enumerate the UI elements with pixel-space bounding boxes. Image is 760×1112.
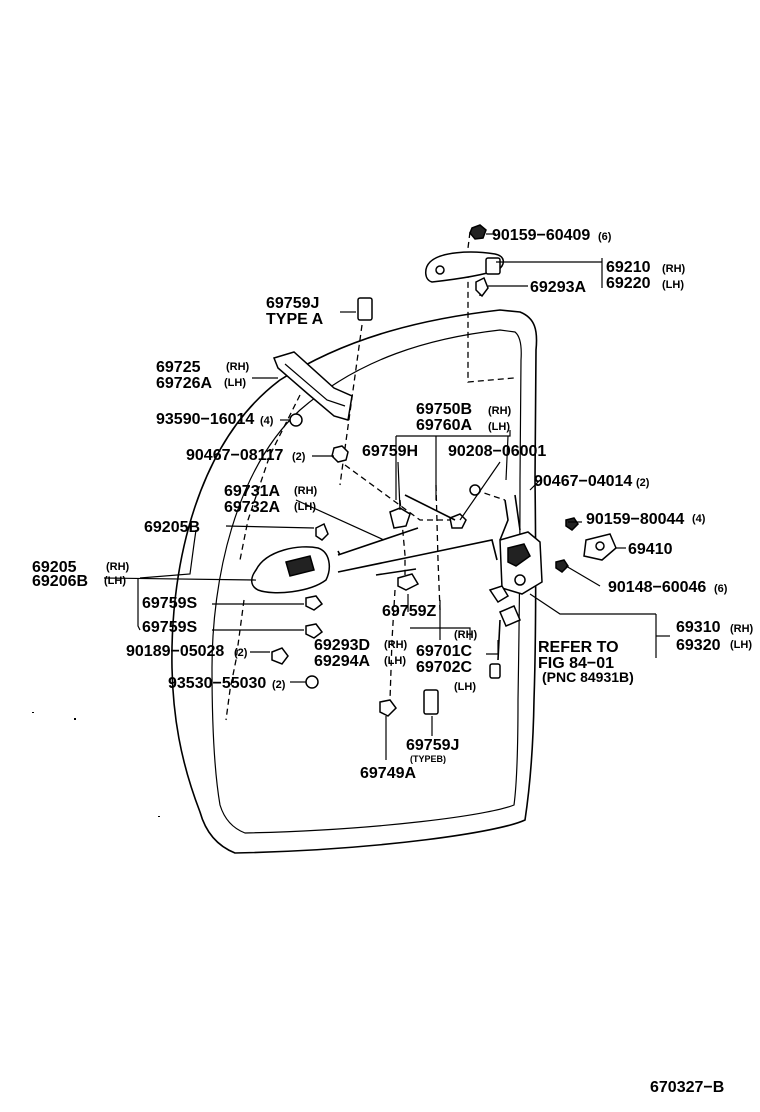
label-69310-rh: (RH): [730, 623, 754, 635]
label-90208-06001: 90208−06001: [448, 443, 546, 460]
screw-icon: [555, 559, 569, 573]
label-69210: 69210: [606, 259, 651, 276]
label-69759S-1: 69759S: [142, 595, 197, 612]
label-69725-rh: (RH): [226, 361, 250, 373]
label-69220-lh: (LH): [662, 279, 684, 291]
label-69205-rh: (RH): [106, 561, 130, 573]
label-69701C-rh: (RH): [454, 629, 478, 641]
parts: [251, 224, 617, 717]
label-90159-80044-qty: (4): [692, 513, 706, 525]
label-69294A-lh: (LH): [384, 655, 406, 667]
label-69760A: 69760A: [416, 417, 472, 434]
scan-marks: [32, 712, 160, 817]
label-69725: 69725: [156, 359, 201, 376]
label-90148-60046: 90148−60046: [608, 579, 706, 596]
label-69732A: 69732A: [224, 499, 280, 516]
label-90159-80044: 90159−80044: [586, 511, 684, 528]
s-clip-icon: [289, 413, 303, 427]
label-69731A-rh: (RH): [294, 485, 318, 497]
label-69320-lh: (LH): [730, 639, 752, 651]
label-69732A-lh: (LH): [294, 501, 316, 513]
screw-icon: [565, 517, 579, 531]
label-69410: 69410: [628, 541, 673, 558]
clip-69759S-2-part: [305, 623, 324, 639]
label-90159-60409: 90159−60409: [492, 227, 590, 244]
label-69701C: 69701C: [416, 643, 472, 660]
clip-69759J-top-part: [357, 297, 373, 321]
label-69205: 69205: [32, 559, 77, 576]
label-69206B-lh: (LH): [104, 575, 126, 587]
label-69206B: 69206B: [32, 573, 88, 590]
part-labels: 90159−60409 (6) 69210 (RH) 69220 (LH) 69…: [32, 227, 754, 1096]
label-refer-line3: (PNC 84931B): [542, 669, 634, 685]
label-69294A: 69294A: [314, 653, 370, 670]
label-69749A: 69749A: [360, 765, 416, 782]
label-69702C: 69702C: [416, 659, 472, 676]
clip-69205B-part: [315, 522, 329, 541]
label-69293A: 69293A: [530, 279, 586, 296]
label-90467-08117-qty: (2): [292, 451, 306, 463]
label-69293D-rh: (RH): [384, 639, 408, 651]
label-69760A-lh: (LH): [488, 421, 510, 433]
frame-part: [272, 351, 353, 421]
label-90159-60409-qty: (6): [598, 231, 612, 243]
clip-69749A-part: [379, 699, 397, 717]
label-69726A: 69726A: [156, 375, 212, 392]
label-90467-04014-qty: (2): [636, 477, 650, 489]
label-93530-55030-qty: (2): [272, 679, 286, 691]
label-69726A-lh: (LH): [224, 377, 246, 389]
lock-rod-part: [337, 527, 419, 556]
label-type-a: TYPE A: [266, 311, 324, 328]
label-69750B-rh: (RH): [488, 405, 512, 417]
clip-icon: [271, 647, 289, 665]
door-outline: [171, 309, 538, 854]
label-refer-line1: REFER TO: [538, 639, 619, 656]
label-69310: 69310: [676, 619, 721, 636]
label-69205B: 69205B: [144, 519, 200, 536]
label-93590-16014-qty: (4): [260, 415, 274, 427]
label-69750B: 69750B: [416, 401, 472, 418]
label-69702C-lh: (LH): [454, 681, 476, 693]
label-69759J-bottom: 69759J: [406, 737, 459, 754]
label-69220: 69220: [606, 275, 651, 292]
label-90189-05028: 90189−05028: [126, 643, 224, 660]
label-69759J-top: 69759J: [266, 295, 319, 312]
label-93590-16014: 93590−16014: [156, 411, 254, 428]
label-69320: 69320: [676, 637, 721, 654]
clip-69759Z-part: [397, 573, 420, 591]
label-90467-04014: 90467−04014: [534, 473, 632, 490]
label-69731A: 69731A: [224, 483, 280, 500]
label-69759H: 69759H: [362, 443, 418, 460]
label-typeb: (TYPEB): [410, 754, 446, 764]
screw-icon: [469, 224, 487, 240]
open-rod-part: [337, 539, 498, 573]
label-69759S-2: 69759S: [142, 619, 197, 636]
label-69759Z: 69759Z: [382, 603, 436, 620]
bolt-icon: [449, 513, 467, 529]
clip-69759J-bottom-part: [423, 689, 439, 715]
label-69293D: 69293D: [314, 637, 370, 654]
leader-lines: [103, 233, 670, 760]
label-90467-08117: 90467−08117: [186, 447, 284, 464]
s-clip-icon: [305, 675, 319, 689]
label-93530-55030: 93530−55030: [168, 675, 266, 692]
label-90148-60046-qty: (6): [714, 583, 728, 595]
figure-code: 670327−B: [650, 1079, 724, 1096]
clip-69759H-part: [389, 507, 411, 529]
label-refer-line2: FIG 84−01: [538, 655, 614, 672]
label-69210-rh: (RH): [662, 263, 686, 275]
label-90189-05028-qty: (2): [234, 647, 248, 659]
door-lock-assembly-part: [488, 494, 543, 679]
clip-69759S-1-part: [305, 595, 324, 611]
clip-icon: [475, 276, 489, 298]
